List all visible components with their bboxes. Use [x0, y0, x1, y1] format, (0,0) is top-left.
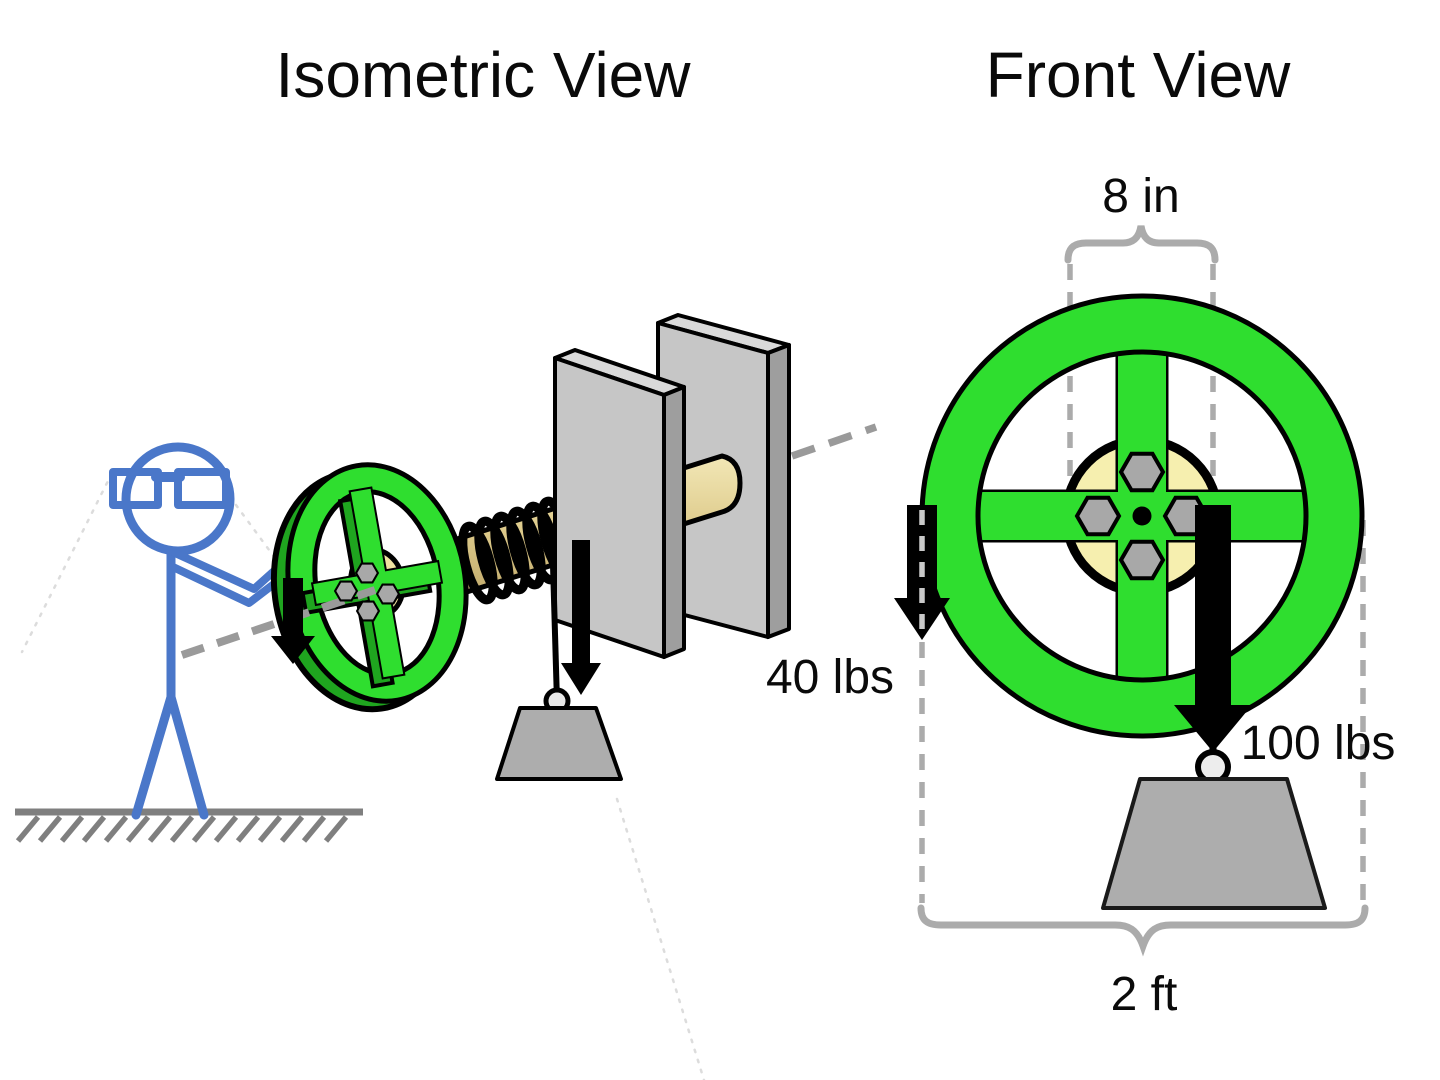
- handwheel-isometric: [180, 462, 469, 713]
- figure-left-leg: [131, 692, 176, 820]
- load-force-label: 100 lbs: [1241, 717, 1396, 770]
- axle-center-dot: [1132, 506, 1152, 526]
- front-view: [894, 225, 1369, 957]
- hand-force-arrow-isometric: [271, 578, 315, 664]
- force-arrow-40lbs-front: [894, 505, 950, 640]
- applied-force-label: 40 lbs: [766, 651, 894, 704]
- axis-line-rear: [790, 423, 878, 460]
- wheel-dimension-label: 2 ft: [1111, 968, 1178, 1021]
- dimension-brace-2ft: [917, 904, 1369, 957]
- hanging-weight-isometric: [495, 706, 623, 781]
- isometric-view-title: Isometric View: [276, 39, 692, 111]
- isometric-view: [15, 313, 878, 1080]
- handwheel-front: [919, 293, 1365, 739]
- dimension-brace-8in: [1064, 225, 1219, 264]
- safety-glasses-icon: [109, 468, 230, 509]
- support-plate-front: [553, 348, 686, 659]
- figure-right-leg: [166, 692, 209, 820]
- ground-hatching: [15, 808, 363, 843]
- front-view-title: Front View: [986, 39, 1292, 111]
- force-arrow-40lbs-isometric: [561, 540, 601, 695]
- hanging-rope: [550, 564, 560, 703]
- hanging-weight-front: [1101, 777, 1327, 910]
- stick-figure: [109, 442, 308, 820]
- hub-dimension-label: 8 in: [1102, 170, 1179, 223]
